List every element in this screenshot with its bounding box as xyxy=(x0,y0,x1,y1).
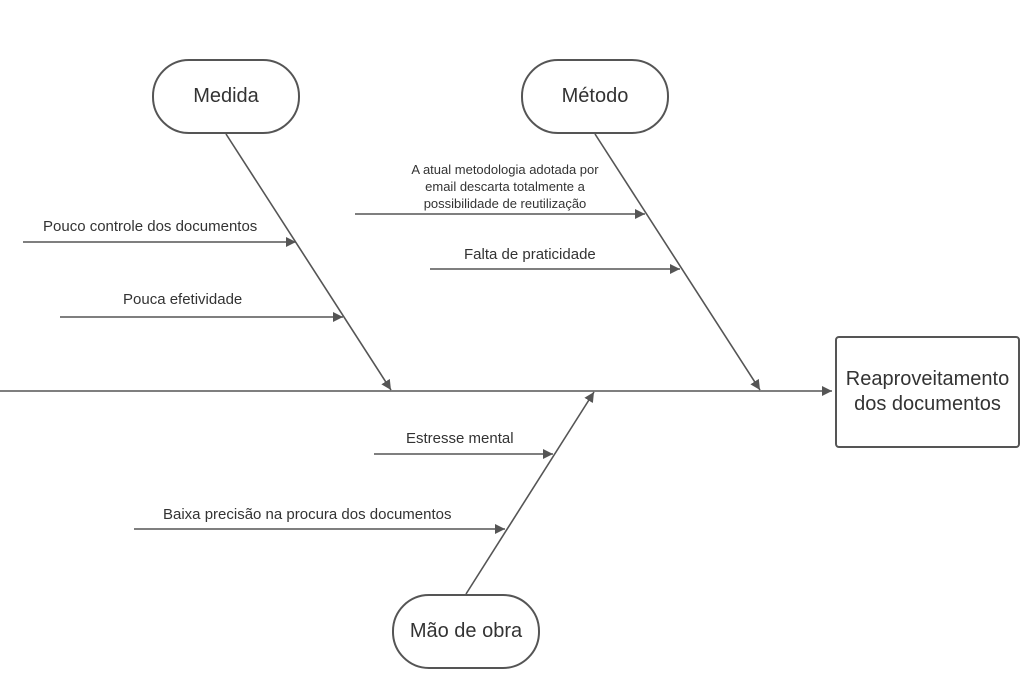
category-medida-label: Medida xyxy=(193,85,259,107)
category-metodo-label: Método xyxy=(561,85,629,107)
category-medida: Medida xyxy=(152,59,300,134)
effect-box: Reaproveitamento dos documentos xyxy=(835,336,1020,448)
effect-label-line1: Reaproveitamento xyxy=(845,368,1010,390)
category-mao-de-obra: Mão de obra xyxy=(392,594,540,669)
effect-label-line2: dos documentos xyxy=(854,393,1001,415)
cause-label-mao-2: Baixa precisão na procura dos documentos xyxy=(163,506,452,523)
bone-medida xyxy=(225,133,392,391)
cause-label-metodo-1: A atual metodologia adotada por email de… xyxy=(411,162,599,211)
cause-label-medida-1: Pouco controle dos documentos xyxy=(43,218,258,235)
cause-label-metodo-2: Falta de praticidade xyxy=(464,246,596,263)
cause-label-medida-2: Pouca efetividade xyxy=(123,291,243,308)
category-mao-de-obra-label: Mão de obra xyxy=(409,620,523,642)
cause-label-mao-1: Estresse mental xyxy=(406,430,514,447)
category-metodo: Método xyxy=(521,59,669,134)
bone-mao-de-obra xyxy=(465,391,595,595)
bone-metodo xyxy=(594,133,761,391)
